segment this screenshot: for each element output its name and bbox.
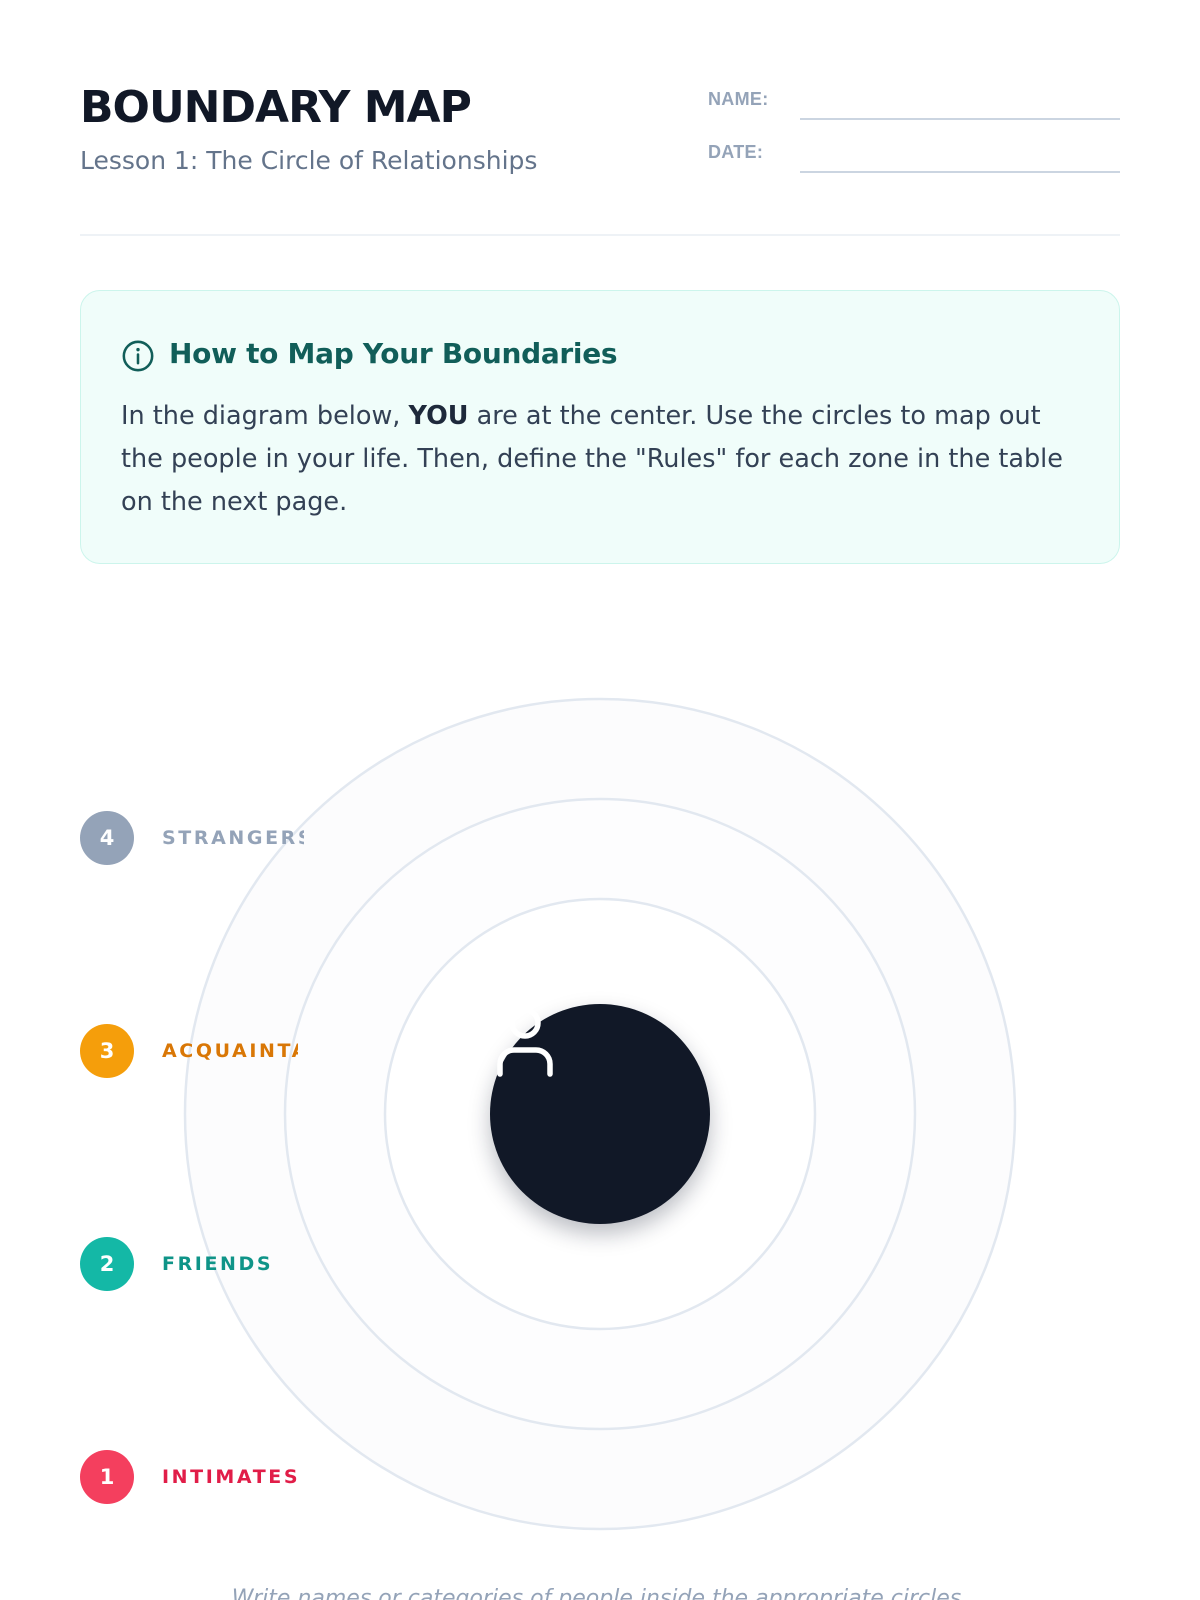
date-field[interactable] — [800, 171, 1120, 173]
zone-badge: 4 — [80, 811, 134, 865]
name-field[interactable] — [800, 118, 1120, 120]
page-subtitle: Lesson 1: The Circle of Relationships — [80, 146, 538, 175]
instructions-title: How to Map Your Boundaries — [169, 337, 618, 370]
user-icon — [497, 1007, 553, 1077]
zone-friends: 2 FRIENDS — [80, 1237, 273, 1291]
zone-strangers: 4 STRANGERS — [80, 811, 304, 865]
info-circle-icon — [122, 340, 154, 372]
zone-badge: 2 — [80, 1237, 134, 1291]
zone-label: STRANGERS — [162, 827, 304, 849]
header-divider — [80, 234, 1120, 236]
you-emphasis: YOU — [408, 401, 469, 431]
boundary-diagram: 4 STRANGERS 3 ACQUAINTANCES 2 FRIENDS 1 … — [0, 600, 1200, 1600]
zone-badge: 3 — [80, 1024, 134, 1078]
date-label: DATE: — [708, 142, 764, 162]
zone-badge: 1 — [80, 1450, 134, 1504]
zone-acquaintances: 3 ACQUAINTANCES — [80, 1024, 298, 1078]
diagram-footnote: Write names or categories of people insi… — [231, 1586, 969, 1600]
zone-label: ACQUAINTANCES — [162, 1040, 298, 1062]
page-title: BOUNDARY MAP — [80, 82, 472, 133]
zone-label: FRIENDS — [162, 1253, 274, 1275]
instructions-text: In the diagram below, YOU are at the cen… — [121, 401, 1063, 517]
you-center — [490, 1004, 710, 1224]
zone-intimates: 1 INTIMATES — [80, 1450, 300, 1504]
zone-label: INTIMATES — [162, 1466, 301, 1488]
name-label: NAME: — [708, 89, 769, 109]
instructions-box: How to Map Your Boundaries In the diagra… — [80, 290, 1120, 564]
